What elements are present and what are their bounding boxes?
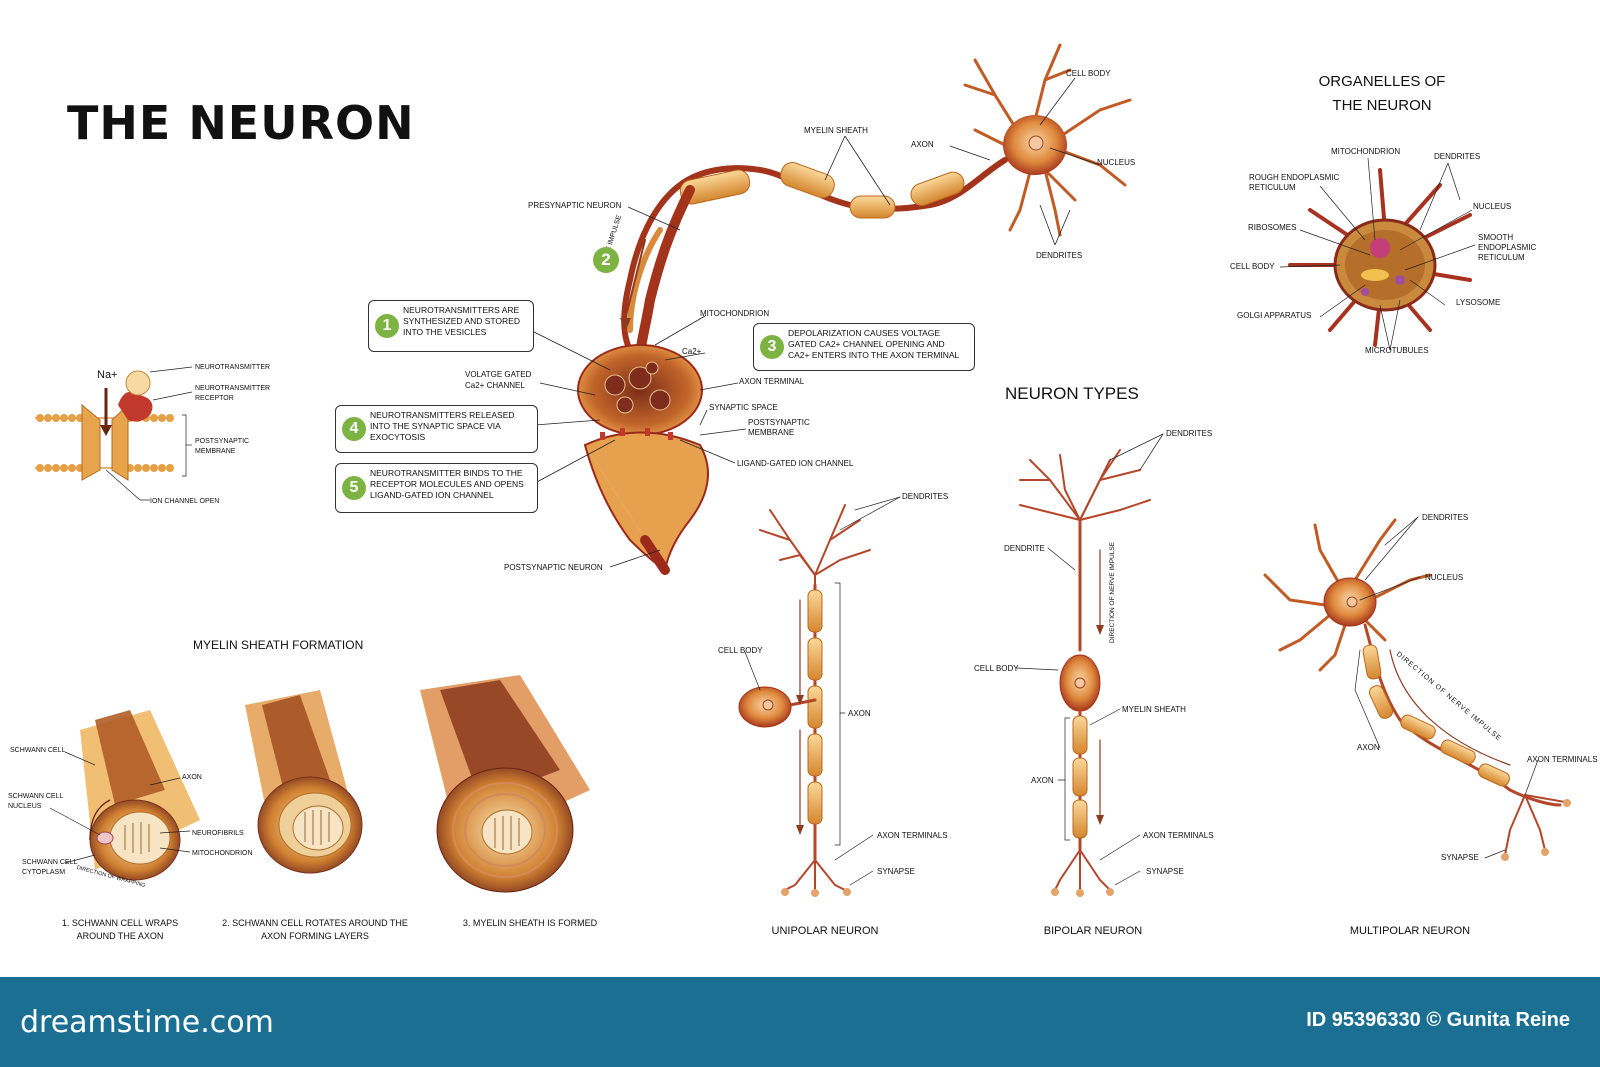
label-ca: Ca2+ <box>682 347 702 356</box>
step-text: NEUROTRANSMITTERS RELEASED INTO THE SYNA… <box>370 410 515 442</box>
bi-dendrites: DENDRITES <box>1166 429 1213 438</box>
label-presynaptic-neuron: PRESYNAPTIC NEURON <box>528 201 622 210</box>
multi-nucleus: NUCLEUS <box>1425 573 1464 582</box>
page-title: THE NEURON <box>67 96 415 150</box>
step-4-box: 4 NEUROTRANSMITTERS RELEASED INTO THE SY… <box>335 405 538 453</box>
label-nt-receptor: NEUROTRANSMITTER RECEPTOR <box>195 385 271 402</box>
organelles-diagram <box>1279 157 1476 351</box>
org-cell-body: CELL BODY <box>1230 262 1275 271</box>
organelles-title: ORGANELLES OF THE NEURON <box>1318 73 1446 114</box>
step-3-box: 3 DEPOLARIZATION CAUSES VOLTAGE GATED Ca… <box>753 323 975 371</box>
label-axon-terminal: AXON TERMINAL <box>739 377 805 386</box>
watermark-footer: dreamstime.com ID 95396330 © Gunita Rein… <box>0 977 1600 1067</box>
multi-axon: AXON <box>1357 743 1380 752</box>
label-ligand-gated: LIGAND-GATED ION CHANNEL <box>737 459 854 468</box>
mf-step1-caption: 1. SCHWANN CELL WRAPS AROUND THE AXON <box>61 918 179 941</box>
step-text: NEUROTRANSMITTERS ARE SYNTHESIZED AND ST… <box>403 305 520 337</box>
bi-direction: DIRECTION OF NERVE IMPULSE <box>1109 541 1116 643</box>
main-neuron <box>577 43 1132 575</box>
step-1-box: 1 NEUROTRANSMITTERS ARE SYNTHESIZED AND … <box>368 300 534 352</box>
neuron-illustration <box>35 43 1571 897</box>
step-5-box: 5 NEUROTRANSMITTER BINDS TO THE RECEPTOR… <box>335 463 538 513</box>
label-cell-body: CELL BODY <box>1066 69 1111 78</box>
footer-image-id: ID 95396330 © Gunita Reine <box>1306 1009 1570 1031</box>
neuron-types-title: NEURON TYPES <box>1005 384 1139 403</box>
step-text: DEPOLARIZATION CAUSES VOLTAGE GATED Ca2+… <box>788 328 960 360</box>
uni-synapse: SYNAPSE <box>877 867 915 876</box>
label-na: Na+ <box>97 369 118 381</box>
bipolar-caption: BIPOLAR NEURON <box>1043 925 1143 937</box>
label-postsynaptic-neuron: POSTSYNAPTIC NEURON <box>504 563 603 572</box>
step-number: 3 <box>760 335 784 359</box>
bi-synapse: SYNAPSE <box>1146 867 1184 876</box>
myelin-formation-diagram <box>49 675 590 893</box>
multipolar-caption: MULTIPOLAR NEURON <box>1349 925 1471 937</box>
mf-step2-caption: 2. SCHWANN CELL ROTATES AROUND THE AXON … <box>222 918 408 941</box>
bi-axon: AXON <box>1031 776 1054 785</box>
multi-synapse: SYNAPSE <box>1441 853 1479 862</box>
label-ca-channel: Ca2+ CHANNEL <box>465 381 525 390</box>
label-myelin-sheath: MYELIN SHEATH <box>804 126 868 135</box>
label-postsynaptic-membrane: POSTSYNAPTIC MEMBRANE <box>748 418 810 437</box>
myelin-formation-title: MYELIN SHEATH FORMATION <box>193 638 364 652</box>
org-dendrites: DENDRITES <box>1434 152 1481 161</box>
uni-axon: AXON <box>848 709 871 718</box>
main-leaders <box>529 77 1101 568</box>
org-microtubules: MICROTUBULES <box>1365 346 1429 355</box>
footer-logo[interactable]: dreamstime.com <box>20 1005 274 1040</box>
label-synaptic-space: SYNAPTIC SPACE <box>709 403 778 412</box>
step-2-badge: 2 <box>593 247 619 273</box>
bi-myelin: MYELIN SHEATH <box>1122 705 1186 714</box>
mf-schwann-cytoplasm: SCHWANN CELL CYTOPLASM <box>22 859 78 876</box>
label-voltage-gated: VOLATGE GATED <box>465 370 532 379</box>
label-axon: AXON <box>911 140 934 149</box>
uni-cell-body: CELL BODY <box>718 646 763 655</box>
mf-step3-caption: 3. MYELIN SHEATH IS FORMED <box>462 918 598 928</box>
uni-axon-terminals: AXON TERMINALS <box>877 831 948 840</box>
mf-mitochondrion: MITOCHONDRION <box>192 850 253 857</box>
bi-axon-terminals: AXON TERMINALS <box>1143 831 1214 840</box>
mf-schwann-nucleus: SCHWANN CELL NUCLEUS <box>8 793 64 810</box>
uni-dendrites: DENDRITES <box>902 492 949 501</box>
multipolar-diagram <box>1263 516 1571 861</box>
label-nucleus: NUCLEUS <box>1097 158 1136 167</box>
unipolar-caption: UNIPOLAR NEURON <box>771 925 879 937</box>
org-ribosomes: RIBOSOMES <box>1248 223 1297 232</box>
step-number: 5 <box>342 476 366 500</box>
mf-neurofibrils: NEUROFIBRILS <box>192 830 244 837</box>
mf-schwann-cell: SCHWANN CELL <box>10 747 66 754</box>
step-text: NEUROTRANSMITTER BINDS TO THE RECEPTOR M… <box>370 468 524 500</box>
label-neurotransmitter: NEUROTRANSMITTER <box>195 364 271 371</box>
bi-cell-body: CELL BODY <box>974 664 1019 673</box>
mf-axon: AXON <box>182 774 202 781</box>
step-number: 4 <box>342 417 366 441</box>
membrane-detail <box>35 366 193 501</box>
org-smooth-er: SMOOTH ENDOPLASMIC RETICULUM <box>1478 233 1537 262</box>
bipolar-diagram <box>1016 433 1164 897</box>
org-rough-er: ROUGH ENDOPLASMIC RETICULUM <box>1249 173 1340 192</box>
bi-dendrite: DENDRITE <box>1004 544 1045 553</box>
org-golgi: GOLGI APPARATUS <box>1237 311 1312 320</box>
org-mitochondrion: MITOCHONDRION <box>1331 147 1401 156</box>
org-nucleus: NUCLEUS <box>1473 202 1512 211</box>
label-dendrites: DENDRITES <box>1036 251 1083 260</box>
label-ion-channel-open: ION CHANNEL OPEN <box>150 498 220 505</box>
org-lysosome: LYSOSOME <box>1456 298 1501 307</box>
label-postsynaptic-membrane-left: POSTSYNAPTIC MEMBRANE <box>195 438 250 455</box>
unipolar-diagram <box>738 496 901 897</box>
multi-dendrites: DENDRITES <box>1422 513 1469 522</box>
label-mitochondrion: MITOCHONDRION <box>700 309 770 318</box>
step-number: 1 <box>375 314 399 338</box>
multi-axon-terminals: AXON TERMINALS <box>1527 755 1598 764</box>
